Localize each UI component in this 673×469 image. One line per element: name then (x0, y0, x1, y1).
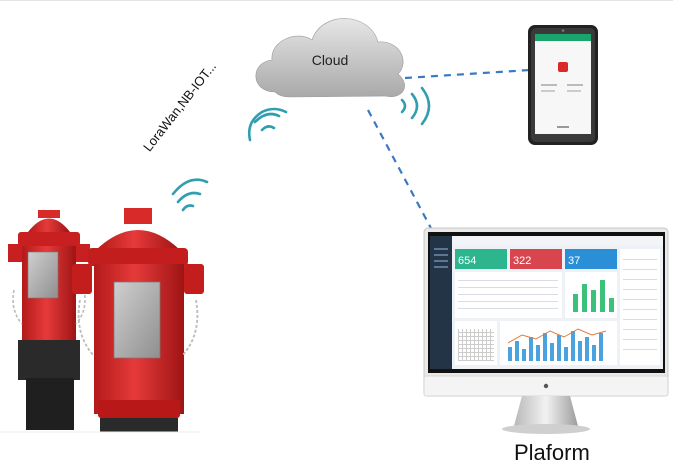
platform-label: Plaform (514, 440, 590, 465)
signal-waves-icon (400, 86, 431, 126)
trend-chart-graphic (507, 328, 607, 361)
cloud-icon (255, 18, 405, 98)
phone-info-line (567, 90, 581, 92)
fire-hydrant-left-icon (8, 210, 90, 430)
platform-dashboard-screen: 654 322 37 (430, 236, 663, 369)
fire-hydrant-right-icon (72, 208, 204, 432)
stat-value: 654 (458, 255, 477, 267)
cloud-to-phone-connector (404, 68, 531, 80)
stat-tile-2: 322 (510, 249, 562, 269)
signal-waves-icon (171, 178, 209, 212)
dashboard-sidebar (430, 236, 452, 369)
stat-tile-1: 654 (455, 249, 507, 269)
map-grid-panel (455, 321, 497, 365)
dashboard-main: 654 322 37 (452, 245, 663, 369)
stat-value: 322 (513, 255, 532, 267)
phone-info-line (541, 84, 557, 86)
phone-info-line (567, 84, 583, 86)
alert-list-panel (620, 249, 660, 365)
dashboard-topbar (452, 236, 663, 245)
signal-waves-icon (247, 107, 288, 142)
cloud-label: Cloud (311, 52, 349, 68)
bar-chart-panel (565, 272, 617, 318)
trend-chart-panel (500, 321, 617, 365)
stat-tile-3: 37 (565, 249, 617, 269)
phone-app-bar (535, 34, 591, 41)
cloud-to-platform-connector (367, 109, 434, 233)
phone-info-line (541, 90, 555, 92)
hydrant-alert-icon (558, 62, 568, 72)
phone-bottom-button (557, 126, 569, 128)
phone-screen (535, 34, 591, 134)
stat-value: 37 (568, 255, 581, 267)
device-table-panel (455, 272, 562, 318)
